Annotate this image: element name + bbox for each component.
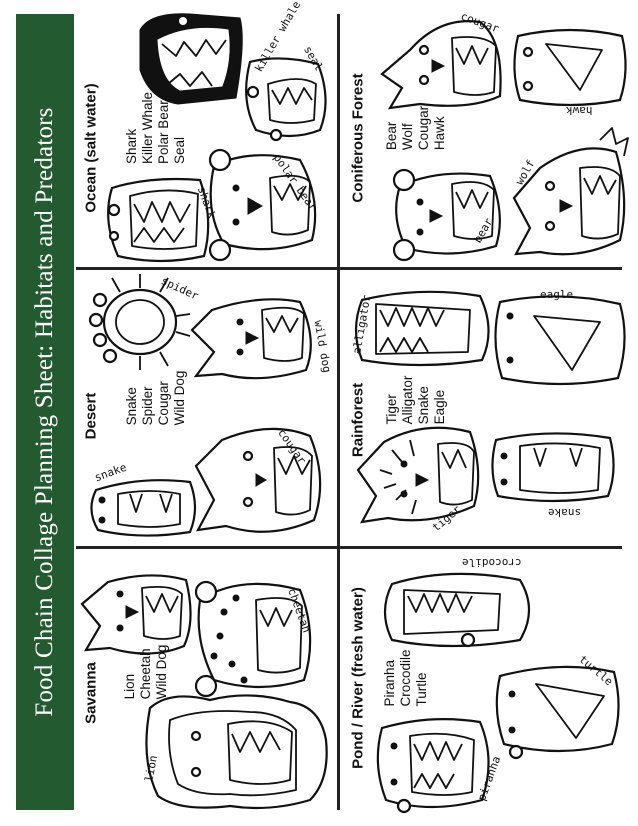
grid-divider-bottom (76, 546, 622, 549)
title-band (16, 14, 74, 810)
hawk-tag: hawk (566, 104, 593, 117)
eagle-tag: eagle (540, 288, 574, 301)
grid-divider-middle (337, 14, 340, 810)
coniferous-animal: Cougar (416, 105, 431, 151)
ocean-animal: Killer Whale (140, 91, 155, 165)
wild-dog-desert-drawing (190, 298, 312, 380)
pond-animal: Piranha (382, 659, 397, 707)
turtle-drawing (495, 665, 620, 760)
coniferous-animal-list: Bear Wolf Cougar Hawk (384, 106, 448, 150)
rainforest-animal: Tiger (384, 394, 399, 425)
seal-drawing (245, 57, 327, 142)
lion-drawing (145, 694, 328, 810)
savanna-animal: Cheetah (138, 648, 153, 700)
crocodile-drawing (383, 572, 530, 648)
pond-animal: Turtle (414, 672, 429, 707)
polar-bear-drawing (208, 148, 317, 262)
ocean-heading: Ocean (salt water) (82, 83, 100, 213)
eagle-drawing (494, 295, 626, 386)
ocean-animal: Polar Bear (156, 100, 171, 165)
rainforest-animal: Eagle (432, 389, 447, 425)
cheetah-drawing (194, 580, 312, 698)
savanna-animal-list: Lion Cheetah Wild Dog (122, 645, 170, 700)
coniferous-animal: Wolf (400, 123, 415, 151)
desert-animal: Snake (124, 387, 139, 426)
coniferous-heading: Coniferous Forest (349, 73, 367, 203)
ocean-animal: Shark (124, 128, 139, 165)
wild-dog-savanna-drawing (80, 574, 192, 655)
rainforest-animal: Snake (416, 386, 431, 425)
piranha-drawing (376, 718, 490, 814)
ocean-animal: Seal (172, 136, 187, 165)
hawk-drawing (513, 28, 627, 107)
spider-drawing (88, 274, 191, 370)
snake-desert-drawing (90, 479, 197, 537)
alligator-drawing (354, 290, 490, 367)
coniferous-animal: Bear (384, 121, 399, 151)
savanna-animal: Wild Dog (154, 644, 169, 700)
desert-animal: Wild Dog (172, 370, 187, 426)
desert-animal: Spider (140, 386, 155, 426)
cougar-forest-drawing (380, 20, 502, 110)
rainforest-heading: Rainforest (349, 382, 367, 458)
wolf-drawing (512, 127, 629, 256)
tiger-drawing (356, 426, 480, 524)
pond-animal-list: Piranha Crocodile Turtle (382, 649, 430, 706)
pond-heading: Pond / River (fresh water) (349, 587, 367, 769)
savanna-animal: Lion (122, 673, 137, 700)
desert-animal-list: Snake Spider Cougar Wild Dog (124, 371, 188, 426)
killer-whale-drawing (139, 13, 243, 105)
rainforest-animal: Alligator (400, 375, 415, 425)
savanna-heading: Savanna (82, 662, 100, 724)
snake-rainforest-drawing (491, 432, 615, 503)
ocean-animal-list: Shark Killer Whale Polar Bear Seal (124, 92, 188, 164)
desert-heading: Desert (82, 392, 100, 440)
coniferous-animal: Hawk (432, 116, 447, 151)
snake-rainforest-tag: snake (548, 506, 582, 519)
pond-animal: Crocodile (398, 649, 413, 707)
grid-divider-top (76, 267, 622, 270)
desert-animal: Cougar (156, 381, 171, 426)
rainforest-animal-list: Tiger Alligator Snake Eagle (384, 376, 448, 425)
crocodile-tag: crocodile (462, 556, 522, 569)
shark-drawing (107, 177, 210, 263)
bear-drawing (392, 168, 501, 262)
cougar-desert-drawing (194, 427, 322, 533)
